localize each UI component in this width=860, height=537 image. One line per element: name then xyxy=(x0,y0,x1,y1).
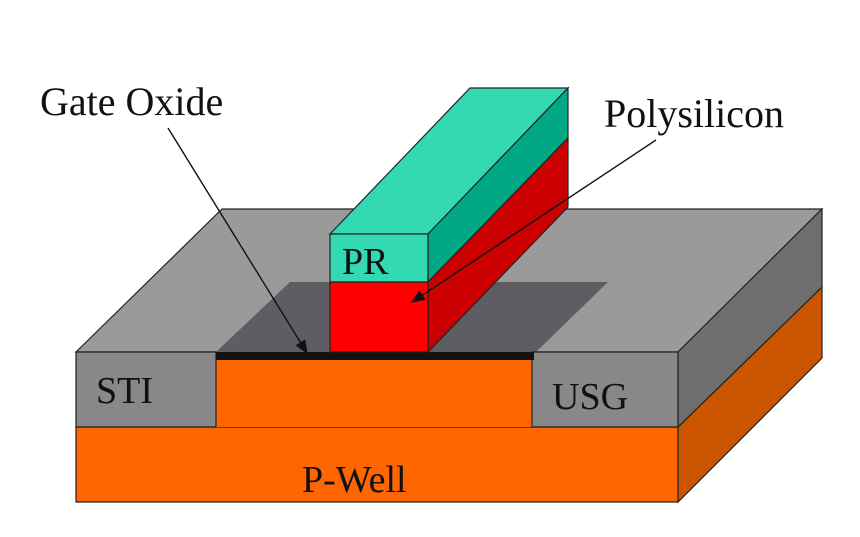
usg-label: USG xyxy=(552,376,628,418)
gate-oxide-layer xyxy=(216,352,534,360)
polysilicon-leader-line xyxy=(410,139,657,303)
pr-front-face xyxy=(329,233,429,283)
poly-front-face xyxy=(329,281,429,353)
p-well-channel-top xyxy=(216,360,532,427)
gate-oxide-label: Gate Oxide xyxy=(40,79,223,124)
polysilicon-label: Polysilicon xyxy=(604,91,784,136)
sti-label: STI xyxy=(96,370,153,412)
sti-left-front xyxy=(75,351,217,428)
gate-oxide-leader-line xyxy=(167,127,308,355)
pr-label: PR xyxy=(342,241,389,283)
p-well-label: P-Well xyxy=(302,459,407,501)
usg-right-front xyxy=(531,351,679,428)
